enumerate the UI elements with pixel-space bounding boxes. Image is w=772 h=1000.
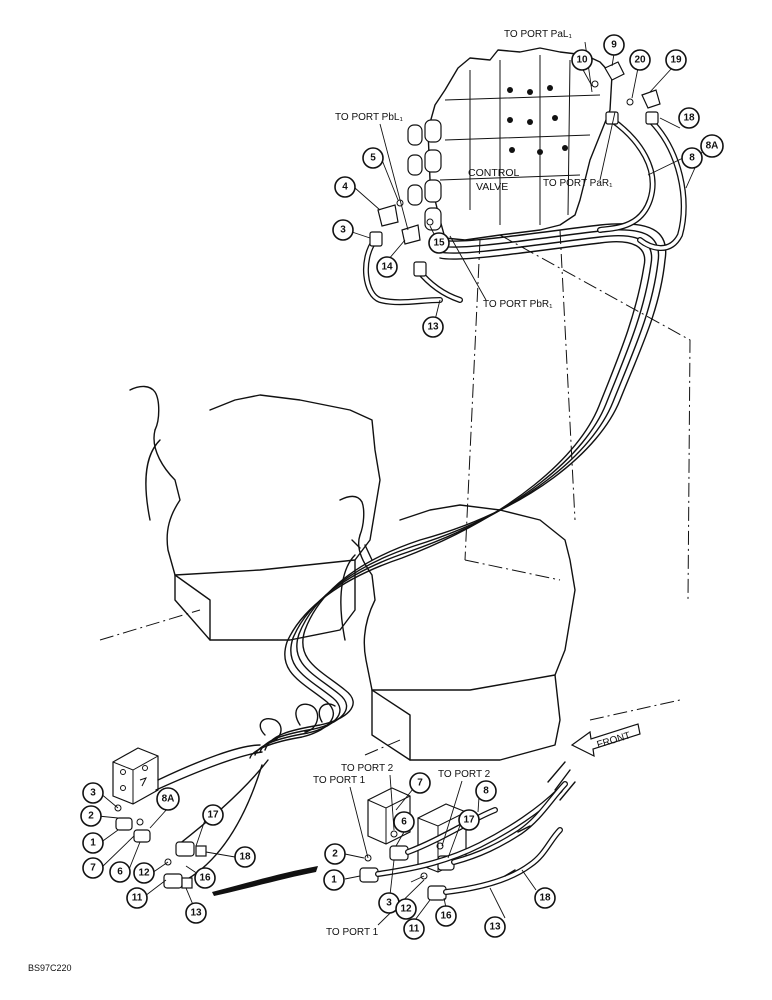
svg-text:18: 18 xyxy=(683,113,695,124)
callout-17-left: 17 xyxy=(202,804,224,826)
callout-18-right: 18 xyxy=(534,887,556,909)
port-label-par1: TO PORT PaR₁ xyxy=(543,178,613,189)
top-callouts: 10 9 20 19 18 8A 8 5 4 3 14 15 13 xyxy=(332,34,724,338)
callout-11-right: 11 xyxy=(403,918,425,940)
svg-text:1: 1 xyxy=(90,838,96,849)
svg-text:13: 13 xyxy=(427,322,439,333)
svg-text:1: 1 xyxy=(331,875,337,886)
lower-left-block xyxy=(112,744,269,889)
svg-text:13: 13 xyxy=(489,922,501,933)
svg-text:8: 8 xyxy=(483,786,489,797)
reference-code: BS97C220 xyxy=(28,963,72,973)
svg-text:2: 2 xyxy=(88,811,94,822)
port-label-2b: TO PORT 2 xyxy=(438,769,491,780)
callout-3-top: 3 xyxy=(332,219,354,241)
callout-6-right: 6 xyxy=(393,811,415,833)
callout-13-left: 13 xyxy=(185,902,207,924)
callout-16-left: 16 xyxy=(194,867,216,889)
callout-5: 5 xyxy=(362,147,384,169)
lower-right-callouts: 7 6 2 1 3 12 11 16 17 8 13 18 xyxy=(323,772,556,940)
svg-text:19: 19 xyxy=(670,55,682,66)
callout-14: 14 xyxy=(376,256,398,278)
callout-13-top: 13 xyxy=(422,316,444,338)
port-label-pbr1: TO PORT PbR₁ xyxy=(483,299,553,310)
svg-text:13: 13 xyxy=(190,908,202,919)
callout-11-left: 11 xyxy=(126,887,148,909)
port-label-1b: TO PORT 1 xyxy=(313,775,366,786)
port-label-1-bottom: TO PORT 1 xyxy=(326,927,379,938)
callout-1-right: 1 xyxy=(323,869,345,891)
callout-9: 9 xyxy=(603,34,625,56)
svg-text:9: 9 xyxy=(611,40,617,51)
callout-7-left: 7 xyxy=(82,857,104,879)
callout-12-right: 12 xyxy=(395,898,417,920)
svg-text:17: 17 xyxy=(207,810,219,821)
svg-text:2: 2 xyxy=(332,849,338,860)
svg-text:6: 6 xyxy=(117,867,123,878)
callout-8a-top: 8A xyxy=(700,134,724,158)
callout-19: 19 xyxy=(665,49,687,71)
svg-text:16: 16 xyxy=(199,873,211,884)
svg-text:3: 3 xyxy=(90,788,96,799)
svg-text:16: 16 xyxy=(440,911,452,922)
svg-text:7: 7 xyxy=(90,863,96,874)
callout-18-left: 18 xyxy=(234,846,256,868)
svg-text:6: 6 xyxy=(401,817,407,828)
callout-8-top: 8 xyxy=(681,147,703,169)
lower-right-assembly xyxy=(359,761,576,901)
callout-10: 10 xyxy=(571,49,593,71)
svg-text:8A: 8A xyxy=(162,794,175,805)
svg-text:18: 18 xyxy=(539,893,551,904)
callout-18-top: 18 xyxy=(678,107,700,129)
svg-text:12: 12 xyxy=(138,868,150,879)
detail-pointer-arrow xyxy=(212,866,318,896)
callout-15: 15 xyxy=(428,232,450,254)
callout-16-right: 16 xyxy=(435,905,457,927)
svg-text:14: 14 xyxy=(381,262,393,273)
svg-text:12: 12 xyxy=(400,904,412,915)
callout-13-right: 13 xyxy=(484,916,506,938)
lower-left-callouts: 3 2 1 7 6 8A 12 11 17 16 18 13 xyxy=(80,782,256,924)
svg-text:3: 3 xyxy=(340,225,346,236)
svg-text:10: 10 xyxy=(576,55,588,66)
svg-text:11: 11 xyxy=(409,924,420,935)
callout-4: 4 xyxy=(334,176,356,198)
callout-20: 20 xyxy=(629,49,651,71)
svg-text:5: 5 xyxy=(370,153,376,164)
svg-text:8: 8 xyxy=(689,153,695,164)
svg-text:15: 15 xyxy=(433,238,445,249)
svg-text:17: 17 xyxy=(463,815,475,826)
svg-text:3: 3 xyxy=(386,898,392,909)
top-fittings xyxy=(369,61,661,277)
reference-centerlines xyxy=(99,229,691,756)
callout-17-right: 17 xyxy=(458,809,480,831)
hose-bundle xyxy=(249,117,687,759)
engine-block-rear xyxy=(129,385,381,641)
control-valve-label-1: CONTROL xyxy=(468,167,519,179)
svg-text:20: 20 xyxy=(634,55,646,66)
port-label-1a: TO PORT 2 xyxy=(341,763,394,774)
engine-block-front xyxy=(339,495,576,761)
front-arrow: FRONT xyxy=(570,723,641,758)
control-valve-label-2: VALVE xyxy=(476,181,508,193)
callout-3-left: 3 xyxy=(82,782,104,804)
callout-7-right: 7 xyxy=(409,772,431,794)
port-label-pal1: TO PORT PaL₁ xyxy=(504,29,572,40)
callout-2-right: 2 xyxy=(324,843,346,865)
callout-1-left: 1 xyxy=(82,832,104,854)
callout-12-left: 12 xyxy=(133,862,155,884)
svg-text:8A: 8A xyxy=(706,141,719,152)
callout-6-left: 6 xyxy=(109,861,131,883)
svg-text:7: 7 xyxy=(417,778,423,789)
port-label-pbl1: TO PORT PbL₁ xyxy=(335,112,403,123)
svg-text:11: 11 xyxy=(132,893,143,904)
callout-8-right: 8 xyxy=(475,780,497,802)
svg-text:4: 4 xyxy=(342,182,348,193)
control-valve: CONTROL VALVE xyxy=(407,47,613,241)
svg-text:18: 18 xyxy=(239,852,251,863)
callout-8a-left: 8A xyxy=(156,787,180,811)
callout-2-left: 2 xyxy=(80,805,102,827)
